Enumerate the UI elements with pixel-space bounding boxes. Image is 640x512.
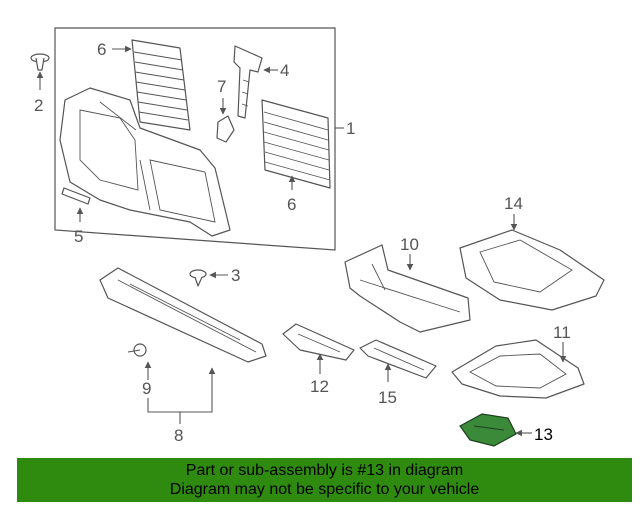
callout-13[interactable]: 13 xyxy=(534,425,553,444)
callout-8[interactable]: 8 xyxy=(174,426,183,445)
callout-4[interactable]: 4 xyxy=(280,61,289,80)
callout-3[interactable]: 3 xyxy=(231,266,240,285)
callout-1[interactable]: 1 xyxy=(346,119,355,138)
callout-6-upper[interactable]: 6 xyxy=(97,40,106,59)
part-2-push-pin xyxy=(30,53,50,90)
part-14-under-shield xyxy=(459,214,605,311)
part-7-clip xyxy=(216,98,235,143)
callout-6-lower[interactable]: 6 xyxy=(287,195,296,214)
callout-5[interactable]: 5 xyxy=(74,227,83,246)
part-10-crossmember xyxy=(344,244,471,333)
part-4-bracket xyxy=(233,45,278,119)
part-11-splash-shield xyxy=(451,339,585,399)
part-12-shield xyxy=(282,323,355,374)
banner-line-2: Diagram may not be specific to your vehi… xyxy=(169,481,480,498)
part-9-screw xyxy=(127,343,152,380)
part-6-upper-shutter xyxy=(112,39,191,131)
part-8-deflector xyxy=(99,267,267,363)
callout-11[interactable]: 11 xyxy=(553,323,571,342)
callout-14[interactable]: 14 xyxy=(504,194,523,213)
callout-10[interactable]: 10 xyxy=(400,235,419,254)
part-8-leader xyxy=(147,367,216,424)
part-6-lower-shutter xyxy=(261,99,331,190)
part-15-plate xyxy=(359,339,437,382)
part-5-seal xyxy=(61,187,91,222)
banner-line-1: Part or sub-assembly is #13 in diagram xyxy=(185,462,464,479)
callout-9[interactable]: 9 xyxy=(142,379,151,398)
callout-12[interactable]: 12 xyxy=(310,377,329,396)
assembly-frame-box xyxy=(54,27,336,251)
callout-2[interactable]: 2 xyxy=(34,96,43,115)
radiator-support-frame xyxy=(59,87,231,237)
part-3-push-pin xyxy=(189,269,228,287)
info-banner: Part or sub-assembly is #13 in diagram D… xyxy=(17,458,632,502)
part-13-highlighted-shield[interactable] xyxy=(459,413,532,447)
callout-7[interactable]: 7 xyxy=(217,77,226,96)
callout-15[interactable]: 15 xyxy=(378,388,397,407)
